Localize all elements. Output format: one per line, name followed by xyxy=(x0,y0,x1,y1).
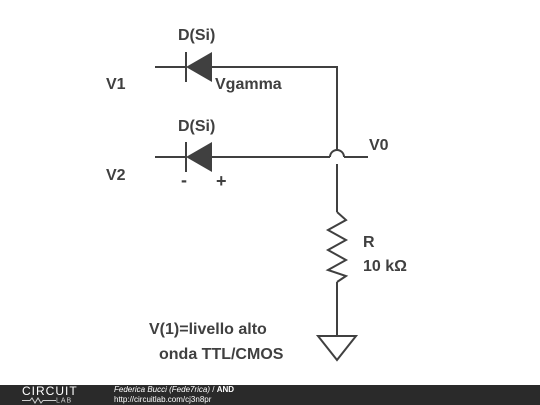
diode-top-triangle xyxy=(186,52,212,82)
resistor-name: R xyxy=(363,234,375,251)
logo-top-text: CIRCUIT xyxy=(22,384,78,398)
resistor-logo-icon xyxy=(22,397,56,404)
credit-text: Federica Bucci (Fede7rica) / AND http://… xyxy=(114,385,234,405)
logo-lab-text: LAB xyxy=(56,397,73,405)
plus-sign: + xyxy=(216,171,227,191)
resistor-r[interactable] xyxy=(325,211,349,283)
credit-line-1: Federica Bucci (Fede7rica) / AND xyxy=(114,385,234,395)
schematic-canvas: D(Si) V1 Vgamma D(Si) V0 V2 - + R 10 kΩ … xyxy=(106,27,407,363)
ground-icon[interactable] xyxy=(315,335,359,362)
diode-top[interactable] xyxy=(185,52,212,82)
v1-label: V1 xyxy=(106,76,126,93)
v2-label: V2 xyxy=(106,167,126,184)
v0-label: V0 xyxy=(369,137,389,154)
diode-bottom-triangle xyxy=(186,142,212,172)
circuitlab-logo[interactable]: CIRCUIT LAB xyxy=(22,385,96,405)
footer-bar: CIRCUIT LAB Federica Bucci (Fede7rica) /… xyxy=(0,385,540,405)
diode-bottom-label: D(Si) xyxy=(178,118,215,135)
note-line-2: onda TTL/CMOS xyxy=(159,346,284,363)
logo-bottom-text: LAB xyxy=(22,397,72,405)
minus-sign: - xyxy=(181,170,187,190)
diode-bottom[interactable] xyxy=(185,142,212,172)
note-line-1: V(1)=livello alto xyxy=(149,321,267,338)
author-link[interactable]: Federica Bucci (Fede7rica) xyxy=(114,385,211,394)
wire-top-to-node xyxy=(212,66,338,150)
circuit-title[interactable]: AND xyxy=(216,385,235,394)
vgamma-label: Vgamma xyxy=(215,76,282,93)
credit-separator: / xyxy=(212,385,215,394)
credit-url[interactable]: http://circuitlab.com/cj3n8pr xyxy=(114,395,212,404)
wire-crossover-arc xyxy=(329,149,345,158)
diode-top-label: D(Si) xyxy=(178,27,215,44)
resistor-value: 10 kΩ xyxy=(363,258,407,275)
